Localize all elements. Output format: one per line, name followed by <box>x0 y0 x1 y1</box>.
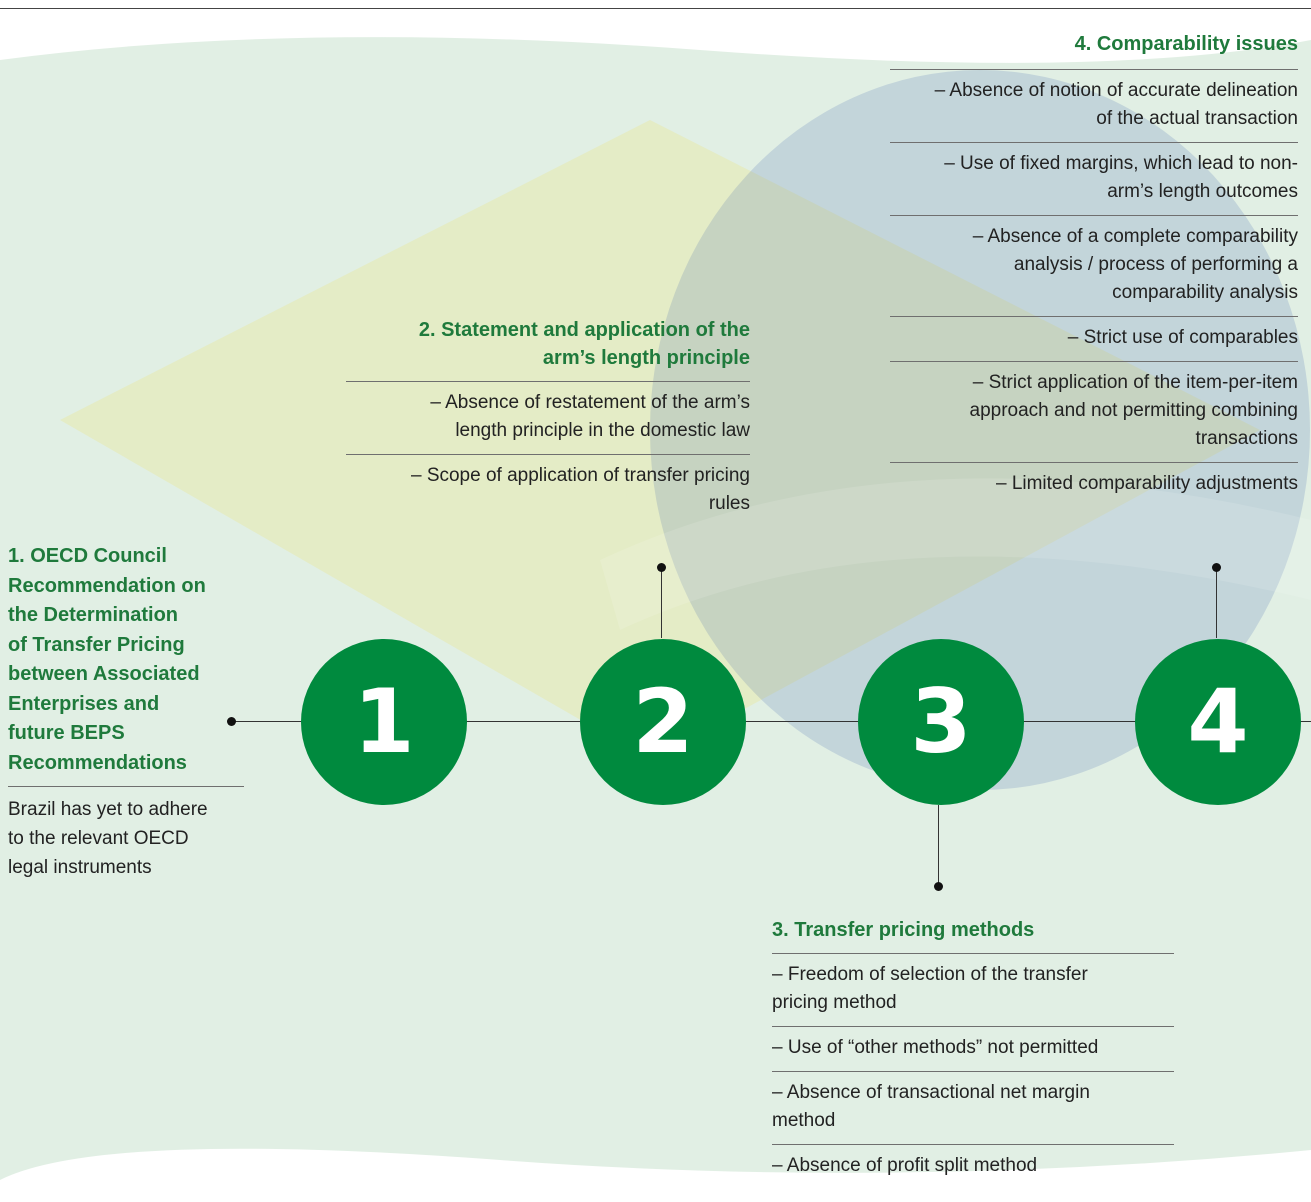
section-3-item: – Absence of profit split method <box>772 1155 1038 1176</box>
step-4-circle: 4 <box>1135 639 1301 805</box>
section-3-item: – Use of “other methods” not permitted <box>772 1027 1174 1072</box>
section-3-item: – Absence of transactional net margin me… <box>772 1072 1174 1145</box>
section-2-heading: 2. Statement and application of the arm’… <box>346 316 750 382</box>
section-1-connector-dot <box>227 717 236 726</box>
section-4-item: – Strict application of the item-per-ite… <box>890 362 1298 463</box>
section-1-block: 1. OECD Council Recommendation on the De… <box>8 542 244 882</box>
section-2-stem <box>661 568 662 638</box>
section-3-stem <box>938 805 939 887</box>
section-2-item: – Absence of restatement of the arm’s le… <box>346 382 750 455</box>
section-4-item: – Use of fixed margins, which lead to no… <box>890 143 1298 216</box>
timeline-connector <box>232 721 302 722</box>
section-3-connector-dot <box>934 882 943 891</box>
timeline-connector <box>1299 721 1311 722</box>
section-4-stem <box>1216 568 1217 638</box>
section-1-body: Brazil has yet to adhere to the relevant… <box>8 799 208 878</box>
section-4-item: – Limited comparability adjustments <box>995 473 1298 494</box>
section-4-block: 4. Comparability issues – Absence of not… <box>890 30 1298 507</box>
section-4-item: – Absence of a complete comparability an… <box>890 216 1298 317</box>
section-3-item: – Freedom of selection of the transfer p… <box>772 954 1174 1027</box>
timeline-connector <box>465 721 581 722</box>
section-2-connector-dot <box>657 563 666 572</box>
section-4-item: – Absence of notion of accurate delineat… <box>890 70 1298 143</box>
section-2-block: 2. Statement and application of the arm’… <box>346 316 750 527</box>
timeline-connector <box>745 721 859 722</box>
section-1-heading: 1. OECD Council Recommendation on the De… <box>8 542 244 787</box>
section-3-block: 3. Transfer pricing methods – Freedom of… <box>772 916 1174 1189</box>
section-2-item: – Scope of application of transfer prici… <box>410 465 750 514</box>
timeline-connector <box>1023 721 1136 722</box>
section-4-heading: 4. Comparability issues <box>890 30 1298 70</box>
section-4-connector-dot <box>1212 563 1221 572</box>
step-3-circle: 3 <box>858 639 1024 805</box>
section-4-item: – Strict use of comparables <box>890 317 1298 362</box>
section-3-heading: 3. Transfer pricing methods <box>772 916 1174 954</box>
top-rule <box>0 8 1311 9</box>
step-2-circle: 2 <box>580 639 746 805</box>
step-1-circle: 1 <box>301 639 467 805</box>
